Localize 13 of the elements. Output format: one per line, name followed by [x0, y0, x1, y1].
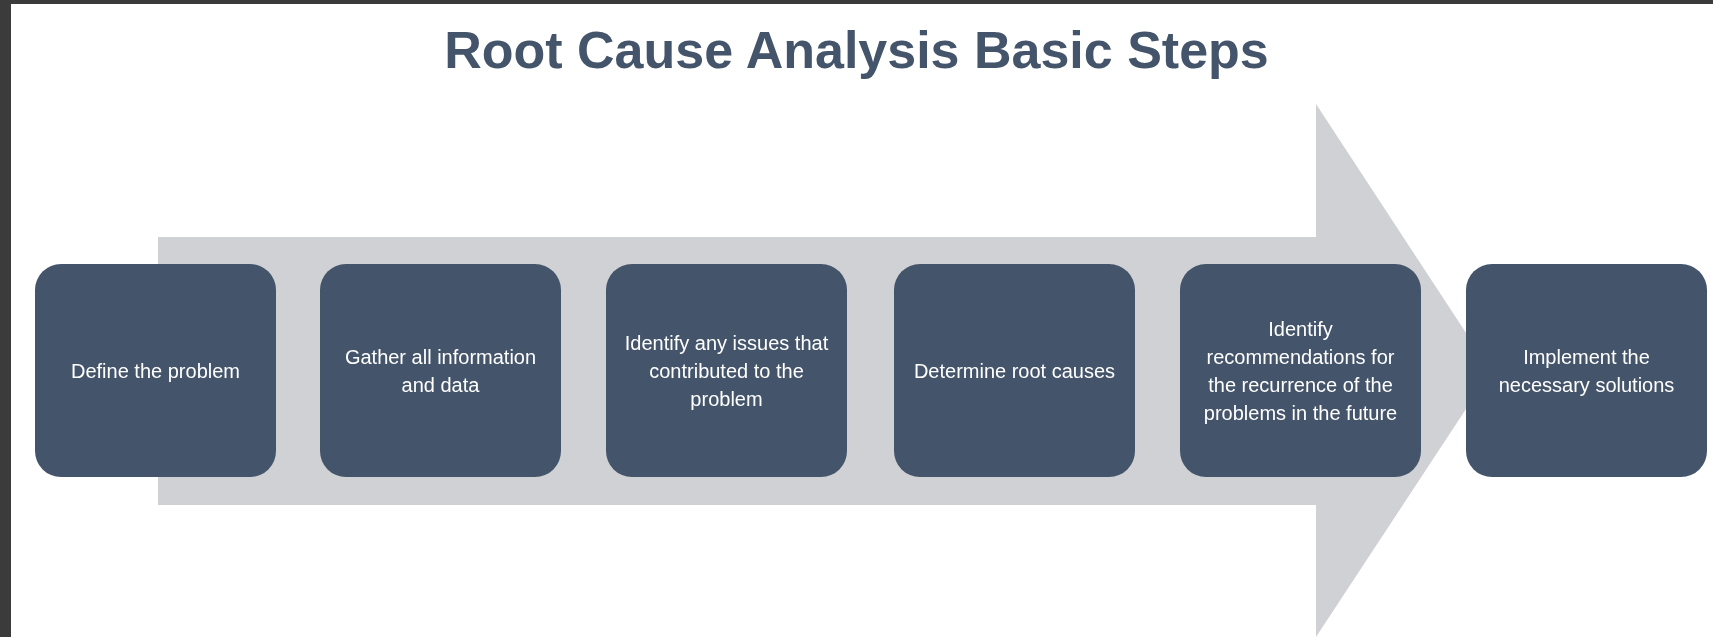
step-text: Implement the necessary solutions [1497, 344, 1676, 398]
step-text: Gather all information and data [343, 344, 538, 398]
step-text: Define the problem [71, 358, 240, 384]
step-text: Determine root causes [913, 358, 1116, 384]
step-box [35, 264, 276, 477]
step-box [894, 264, 1135, 477]
title: Root Cause Analysis Basic Steps [443, 20, 1270, 80]
step-box [1466, 264, 1707, 477]
step-box [1180, 264, 1421, 477]
step-box [320, 264, 561, 477]
step-text: Identify any issues that contributed to the problem [623, 330, 830, 412]
step-text: Identify recommendations for the recurrence of the problems in the future [1202, 316, 1399, 426]
step-box [606, 264, 847, 477]
